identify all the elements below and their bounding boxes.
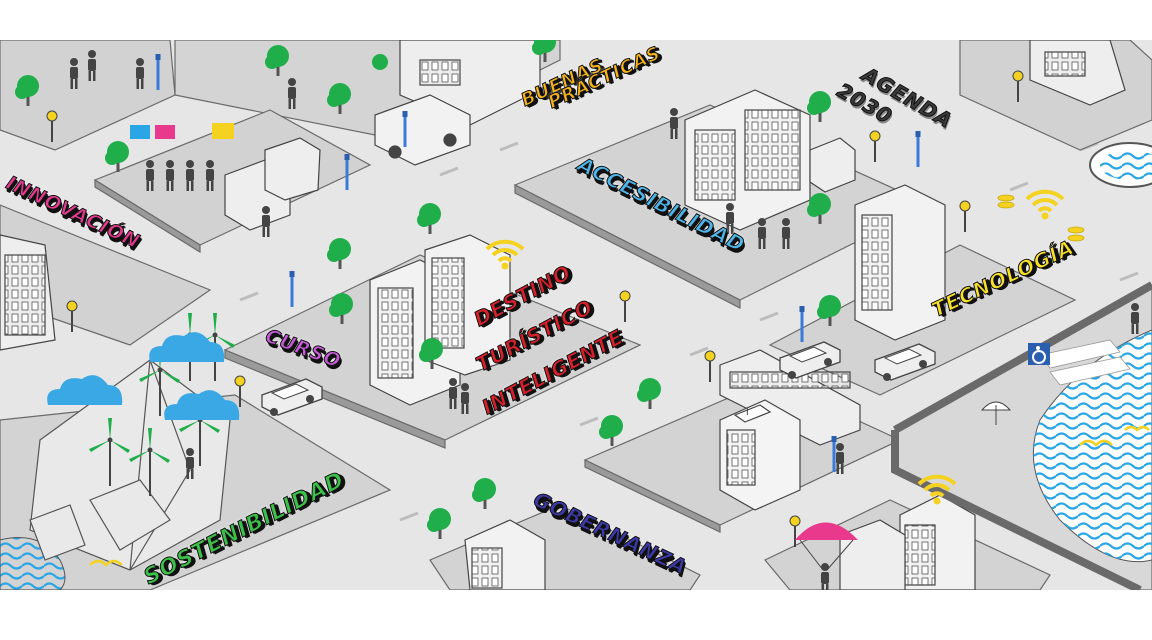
wheelchair-icon xyxy=(1028,343,1050,365)
parachute-icon xyxy=(795,522,858,594)
building-sign: I xyxy=(746,408,749,418)
